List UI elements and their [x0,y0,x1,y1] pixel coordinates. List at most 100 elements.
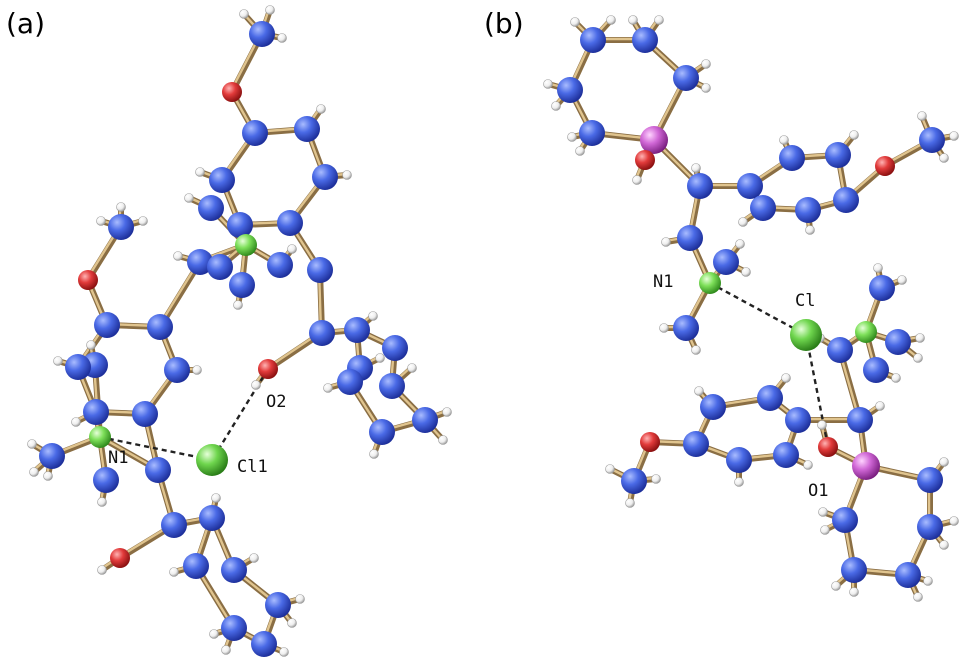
carbon-atom [785,407,811,433]
hydrogen-atom [820,525,830,535]
carbon-atom [919,127,945,153]
carbon-atom [580,27,606,53]
hydrogen-atom [817,420,827,430]
hydrogen-atom [86,340,96,350]
carbon-atom [108,214,134,240]
carbon-atom [265,592,291,618]
panel-a-bonds [29,7,450,655]
hydrogen-atom [691,345,701,355]
hydrogen-atom [27,439,37,449]
hydrogen-atom [818,507,828,517]
carbon-atom [94,312,120,338]
panel-b-molecule [543,15,959,602]
hydrogen-bond [99,435,213,462]
carbon-atom [841,557,867,583]
hydrogen-atom [211,493,221,503]
hydrogen-atom [781,373,791,383]
panel-b-hydrogen-bonds [709,281,830,448]
label-o1-b: O1 [808,481,828,501]
carbon-atom [847,407,873,433]
carbon-atom [673,65,699,91]
label-cl1-a: Cl1 [237,457,268,477]
hydrogen-atom [779,135,789,145]
label-o2-a: O2 [266,392,286,412]
carbon-atom [825,142,851,168]
carbon-atom [39,443,65,469]
carbon-atom [277,210,303,236]
hydrogen-atom [606,15,616,25]
carbon-atom [382,335,408,361]
carbon-atom [221,557,247,583]
hydrogen-atom [575,146,585,156]
carbon-atom [337,369,363,395]
carbon-atom [737,173,763,199]
carbon-atom [673,315,699,341]
hydrogen-atom [287,244,297,254]
hydrogen-atom [438,435,448,445]
hydrogen-atom [891,373,901,383]
hydrogen-atom [831,581,841,591]
panel-a-molecule [27,5,452,657]
carbon-atom [869,275,895,301]
hydrogen-atom [691,163,701,173]
hydrogen-atom [369,449,379,459]
carbon-atom [251,631,277,657]
carbon-atom [187,249,213,275]
carbon-atom [267,252,293,278]
carbon-atom [557,77,583,103]
hydrogen-atom [741,267,751,277]
hydrogen-atom [917,111,927,121]
hydrogen-atom [694,386,704,396]
hydrogen-atom [734,477,744,487]
hydrogen-atom [97,497,107,507]
hydrogen-atom [661,237,671,247]
carbon-atom [242,120,268,146]
carbon-atom [895,562,921,588]
carbon-atom [795,197,821,223]
carbon-atom [229,272,255,298]
hydrogen-atom [249,553,259,563]
carbon-atom [83,399,109,425]
hydrogen-atom [913,353,923,363]
hydrogen-atom [442,407,452,417]
hydrogen-atom [897,275,907,285]
hydrogen-atom [407,363,417,373]
carbon-atom [93,467,119,493]
hydrogen-atom [628,15,638,25]
hydrogen-atom [265,5,275,15]
hydrogen-atom [659,323,669,333]
hydrogen-atom [221,645,231,655]
hydrogen-atom [875,401,885,411]
hydrogen-atom [551,101,561,111]
carbon-atom [307,257,333,283]
hydrogen-atom [849,587,859,597]
silicon-atom [852,452,880,480]
label-n1-b: N1 [653,272,673,292]
hydrogen-atom [323,383,333,393]
carbon-atom [207,254,233,280]
hydrogen-atom [209,629,219,639]
hydrogen-atom [195,167,205,177]
carbon-atom [412,407,438,433]
carbon-atom [309,320,335,346]
nitrogen-atom [699,272,721,294]
carbon-atom [863,357,889,383]
panel-a-hydrogen-bonds [99,368,270,462]
hydrogen-atom [939,540,949,550]
hydrogen-atom [915,333,925,343]
carbon-atom [779,145,805,171]
carbon-atom [687,173,713,199]
hydrogen-atom [949,516,959,526]
hydrogen-atom [738,217,748,227]
hydrogen-bond [709,281,807,337]
hydrogen-atom [805,225,815,235]
carbon-atom [312,164,338,190]
hydrogen-atom [71,417,81,427]
hydrogen-atom [96,216,106,226]
carbon-atom [773,442,799,468]
carbon-atom [832,507,858,533]
carbon-atom [249,21,275,47]
carbon-atom [183,553,209,579]
hydrogen-atom [701,83,711,93]
